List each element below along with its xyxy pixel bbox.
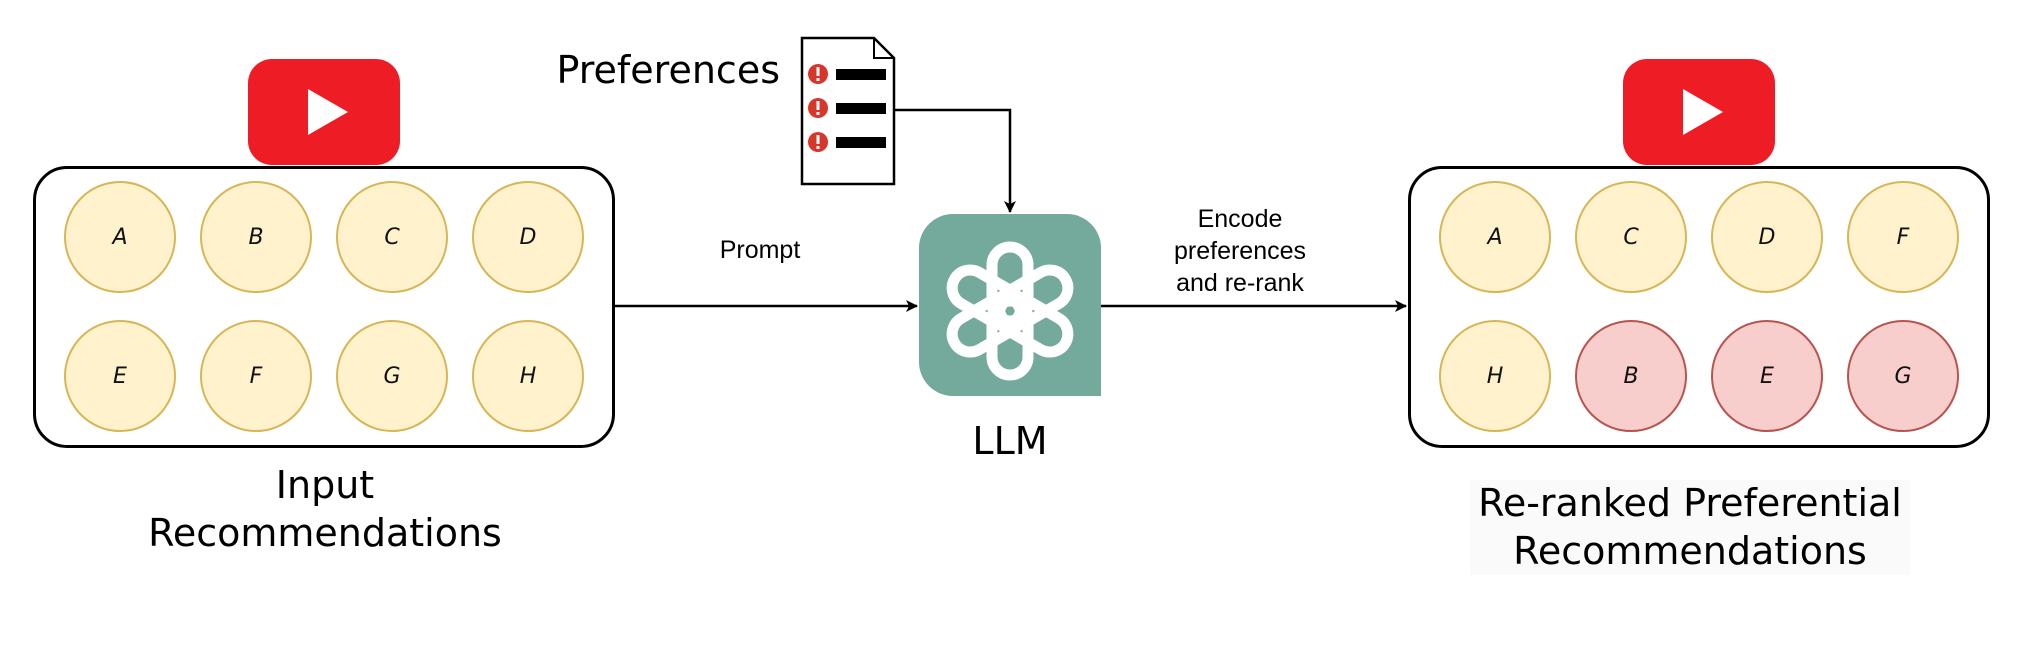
output-item: E [1711, 320, 1823, 432]
reranked-recommendations-panel: A C D F H B E G [1408, 166, 1990, 448]
output-item: G [1847, 320, 1959, 432]
youtube-play-icon [1623, 59, 1775, 165]
input-item: G [336, 320, 448, 432]
llm-label: LLM [972, 419, 1048, 463]
output-title-line: Re-ranked Preferential [1478, 481, 1902, 525]
output-item: D [1711, 181, 1823, 293]
encode-label-line: and re-rank [1176, 269, 1304, 297]
input-item: C [336, 181, 448, 293]
input-recommendations-title: Input Recommendations [120, 462, 530, 557]
input-item: A [64, 181, 176, 293]
output-title-line: Recommendations [1513, 528, 1867, 573]
encode-rerank-label: Encode preferences and re-rank [1130, 203, 1350, 299]
input-item: B [200, 181, 312, 293]
input-item: D [472, 181, 584, 293]
preferences-arrow [894, 108, 1016, 213]
encode-label-line: Encode [1197, 205, 1283, 233]
input-item: E [64, 320, 176, 432]
output-item: B [1575, 320, 1687, 432]
input-item: F [200, 320, 312, 432]
prompt-label: Prompt [719, 236, 801, 264]
document-list-icon [800, 36, 896, 186]
input-title-line: Input [275, 463, 375, 507]
input-item: H [472, 320, 584, 432]
preferences-label: Preferences [556, 48, 781, 92]
reranked-recommendations-title: Re-ranked Preferential Recommendations [1470, 480, 1910, 575]
output-item: H [1439, 320, 1551, 432]
youtube-play-icon [248, 59, 400, 165]
encode-label-line: preferences [1173, 237, 1307, 265]
output-item: F [1847, 181, 1959, 293]
output-item: C [1575, 181, 1687, 293]
openai-logo-icon [919, 214, 1101, 396]
input-title-line: Recommendations [148, 510, 502, 555]
input-recommendations-panel: A B C D E F G H [33, 166, 615, 448]
output-item: A [1439, 181, 1551, 293]
